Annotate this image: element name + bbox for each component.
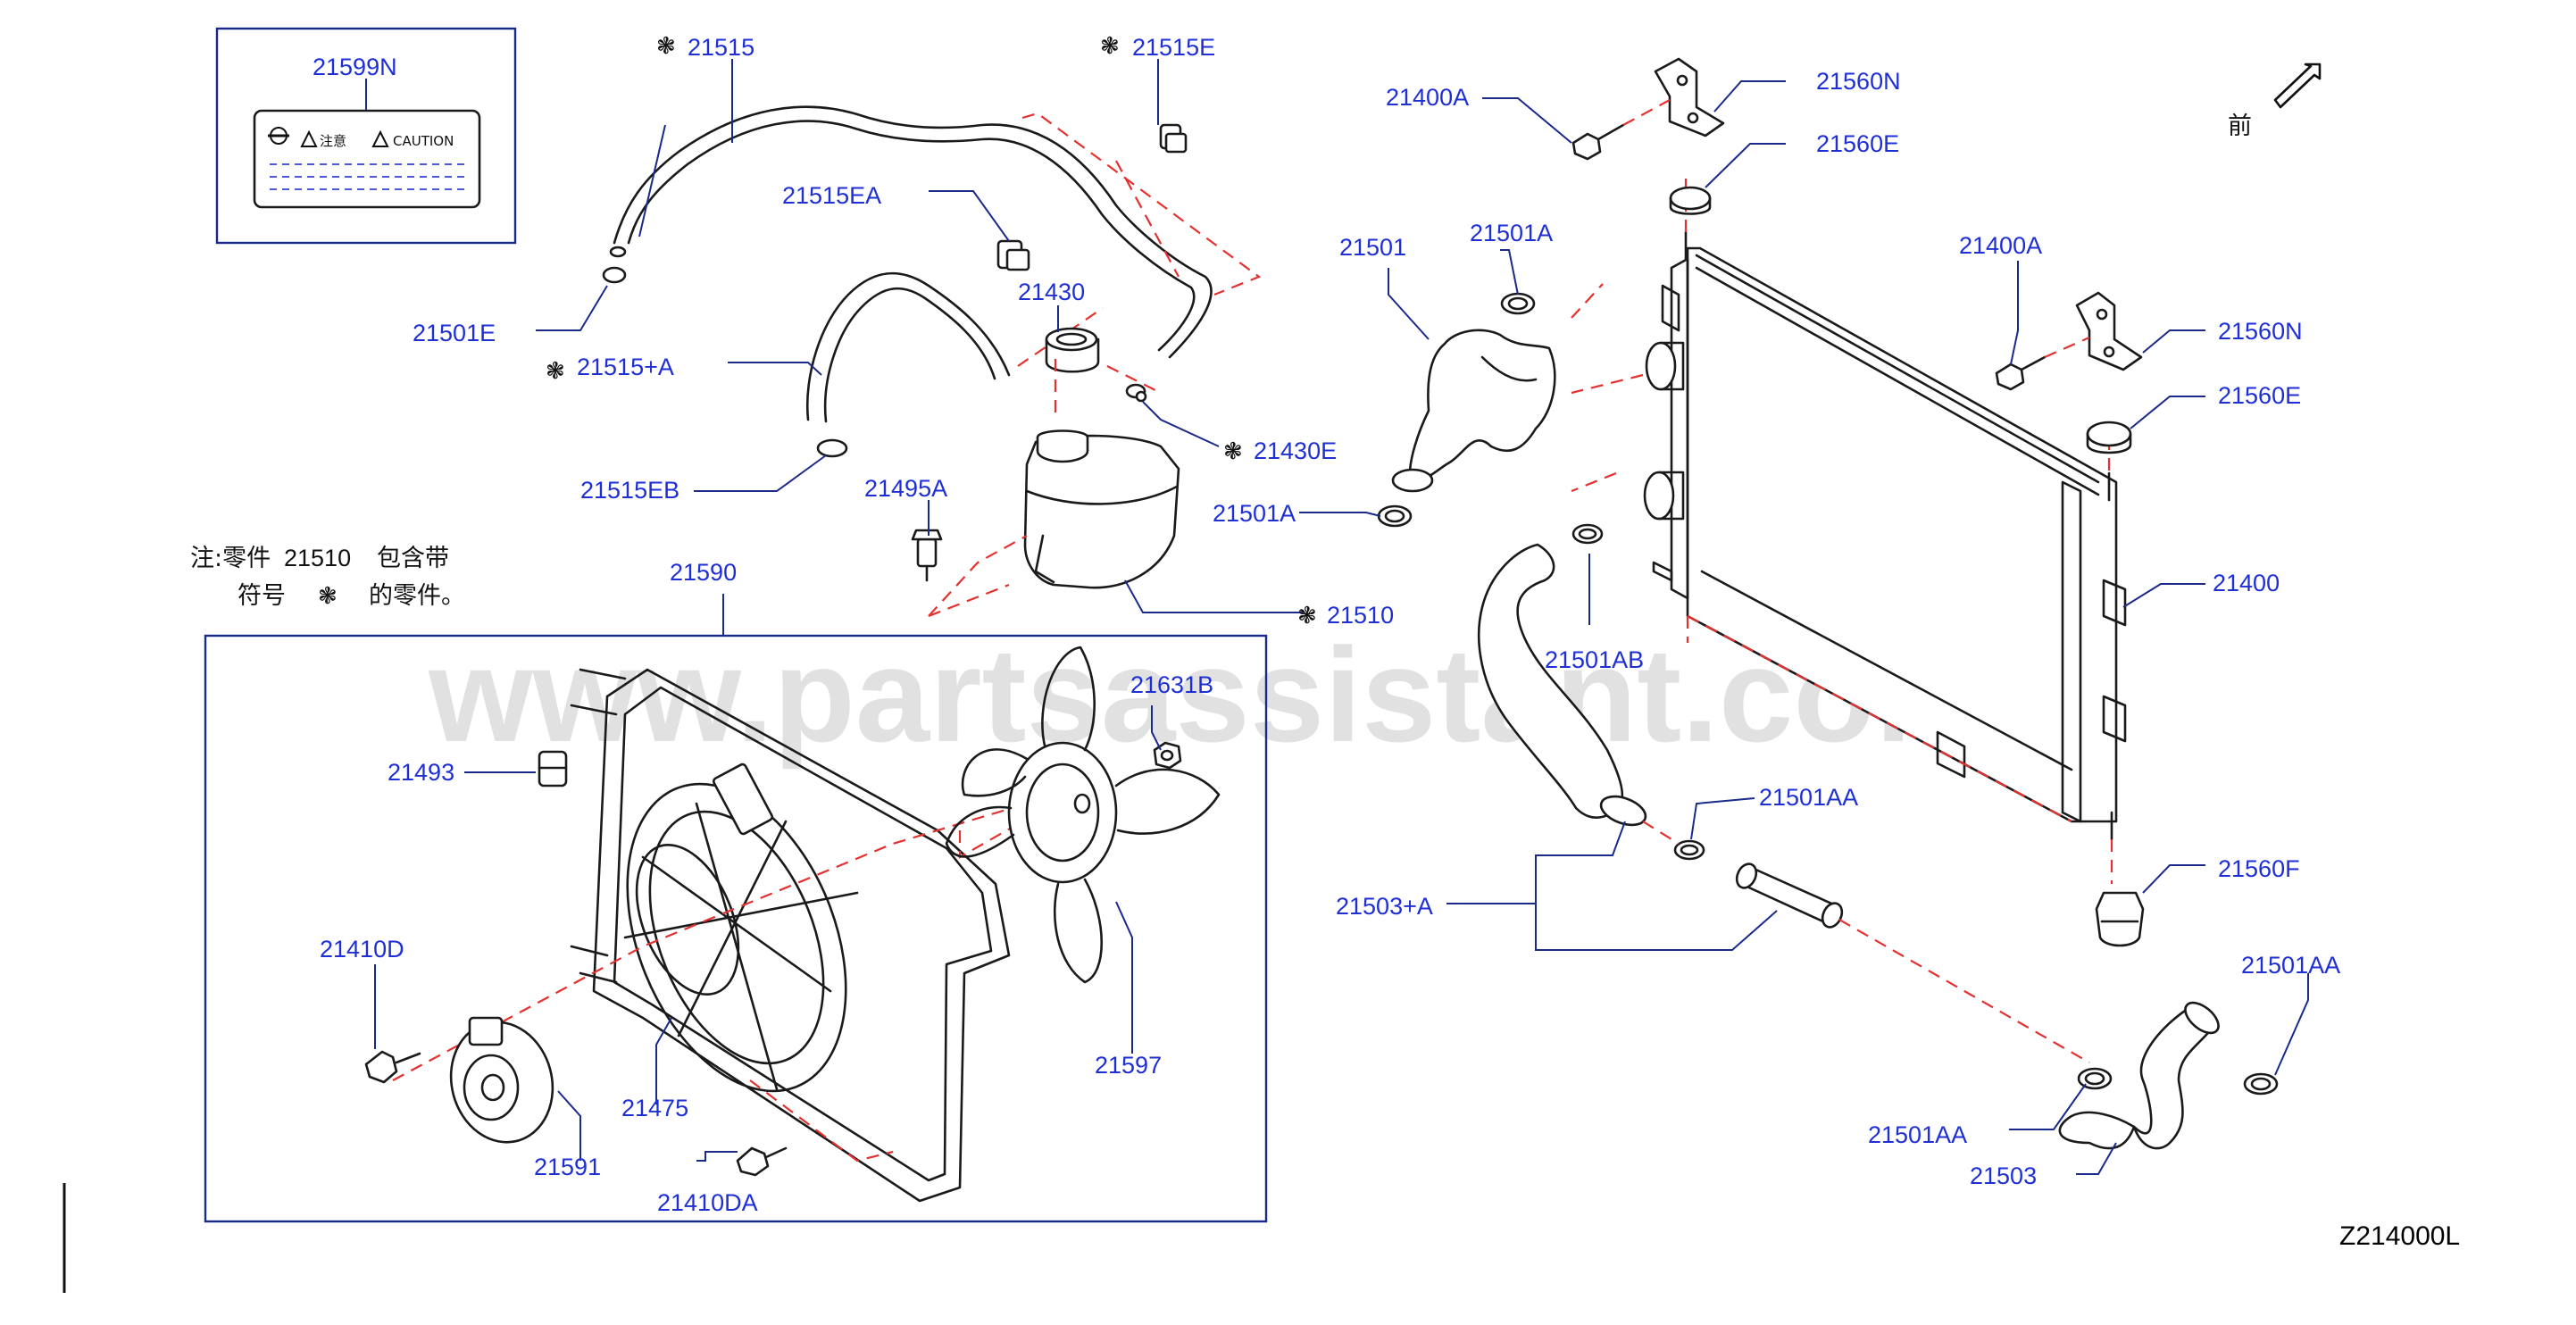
warning-triangle-icon	[371, 129, 389, 147]
overflow-hose-21515[interactable]	[609, 105, 1213, 359]
note-line2-prefix: 符号	[238, 582, 286, 610]
radiator-21400[interactable]	[1643, 230, 2127, 841]
note-line1-prefix: 注:零件	[190, 545, 271, 572]
hose-clamp-21501AA[interactable]	[2077, 1067, 2113, 1090]
grommet-21560E[interactable]	[2086, 421, 2132, 454]
part-label-21501AB[interactable]: 21501AB	[1545, 646, 1644, 673]
part-label-21400[interactable]: 21400	[2213, 570, 2280, 596]
included-part-symbol-icon: ❃	[1223, 438, 1243, 465]
hose-clamp-21501AA[interactable]	[2243, 1072, 2279, 1096]
part-label-21410D[interactable]: 21410D	[320, 936, 404, 962]
part-label-21475[interactable]: 21475	[621, 1095, 688, 1121]
part-label-21501AA[interactable]: 21501AA	[1759, 784, 1858, 811]
water-pipe-21503A[interactable]	[1733, 861, 1846, 930]
front-direction-label: 前	[2228, 112, 2252, 140]
reservoir-hose-21515A[interactable]	[805, 271, 1011, 458]
part-label-21590[interactable]: 21590	[670, 559, 737, 586]
part-label-21560E[interactable]: 21560E	[1816, 130, 1899, 157]
assembly-line	[1571, 283, 1644, 493]
assembly-line	[1017, 112, 1262, 394]
fan-assembly-frame	[204, 634, 1268, 1223]
part-label-21560N[interactable]: 21560N	[1816, 68, 1901, 95]
included-part-symbol-icon: ❃	[1297, 603, 1317, 629]
lower-hose-21503[interactable]	[2058, 997, 2224, 1150]
bracket-21560N[interactable]	[1654, 57, 1725, 138]
warning-triangle-icon	[300, 129, 318, 147]
part-label-21501AA[interactable]: 21501AA	[1868, 1121, 1967, 1148]
part-label-21591[interactable]: 21591	[534, 1154, 601, 1180]
part-label-21515A[interactable]: 21515+A	[577, 354, 674, 380]
hose-clamp-21501A[interactable]	[1377, 504, 1413, 528]
part-label-21560N[interactable]: 21560N	[2218, 318, 2303, 345]
part-label-21510[interactable]: 21510	[1327, 602, 1394, 629]
part-label-21560F[interactable]: 21560F	[2218, 855, 2300, 882]
diagram-code: Z214000L	[2339, 1221, 2460, 1251]
caution-label-part-no[interactable]: 21599N	[313, 54, 397, 80]
bracket-21560N[interactable]	[2075, 291, 2143, 371]
note-line2-suffix: 的零件。	[369, 582, 465, 610]
bolt-21410DA[interactable]	[736, 1146, 788, 1177]
part-label-21501E[interactable]: 21501E	[413, 320, 496, 346]
grommet-21560E[interactable]	[1669, 186, 1712, 215]
bolt-21400A[interactable]	[1571, 123, 1625, 161]
hose-clamp-21501A[interactable]	[1500, 292, 1536, 315]
assembly-line	[1622, 99, 2090, 359]
part-label-21515E[interactable]: 21515E	[1132, 34, 1215, 61]
part-label-21503A[interactable]: 21503+A	[1336, 893, 1433, 920]
reservoir-cap-21430[interactable]	[1045, 327, 1100, 373]
lower-hose-21503A[interactable]	[1477, 543, 1649, 830]
part-label-21501AA[interactable]: 21501AA	[2241, 952, 2340, 979]
hose-clip-21515E[interactable]	[1159, 123, 1188, 154]
part-label-21501[interactable]: 21501	[1339, 234, 1406, 261]
part-label-21515EB[interactable]: 21515EB	[580, 477, 679, 504]
hose-clip-21515EA[interactable]	[996, 239, 1030, 271]
caution-notice-text: 注意	[320, 133, 346, 149]
part-label-21501A[interactable]: 21501A	[1470, 220, 1553, 246]
part-label-21400A[interactable]: 21400A	[1386, 84, 1469, 111]
hose-clamp-21501AA[interactable]	[1673, 839, 1705, 861]
assembly-line	[928, 359, 1057, 618]
grommet-21493[interactable]	[538, 750, 568, 788]
bolt-21410D[interactable]	[364, 1050, 421, 1084]
part-label-21495A[interactable]: 21495A	[864, 475, 947, 502]
part-label-21430[interactable]: 21430	[1018, 279, 1085, 305]
grommet-21560F[interactable]	[2095, 891, 2145, 947]
part-label-21560E[interactable]: 21560E	[2218, 382, 2301, 409]
included-part-symbol-icon: ❃	[656, 33, 676, 60]
included-part-symbol-icon: ❃	[1100, 33, 1120, 60]
part-label-21515[interactable]: 21515	[688, 34, 754, 61]
fan-shroud-21475[interactable]	[570, 668, 1011, 1203]
clamp-21430E[interactable]	[1125, 383, 1147, 403]
hose-clamp-21501AB[interactable]	[1571, 523, 1604, 545]
part-label-21410DA[interactable]: 21410DA	[657, 1189, 758, 1216]
fan-blade-21597[interactable]	[945, 646, 1221, 984]
note-line1-suffix: 包含带	[377, 545, 449, 572]
bolt-21400A[interactable]	[1995, 355, 2047, 391]
assembly-line	[1642, 821, 2090, 1063]
part-label-21503[interactable]: 21503	[1970, 1162, 2037, 1189]
watermark: www.partsassistant.com	[428, 620, 1994, 770]
caution-label-group[interactable]: 注意 CAUTION	[215, 27, 517, 245]
caution-caution-text: CAUTION	[393, 133, 454, 149]
part-label-21597[interactable]: 21597	[1095, 1052, 1162, 1079]
part-label-21493[interactable]: 21493	[388, 759, 454, 786]
fan-motor-21591[interactable]	[438, 1011, 565, 1154]
part-label-21515EA[interactable]: 21515EA	[782, 182, 881, 209]
part-label-21631B[interactable]: 21631B	[1130, 671, 1213, 698]
part-label-21430E[interactable]: 21430E	[1254, 438, 1337, 464]
part-label-21400A[interactable]: 21400A	[1959, 232, 2042, 259]
hose-clamp-21501E[interactable]	[602, 266, 627, 284]
upper-hose-21501[interactable]	[1391, 329, 1556, 493]
part-label-21501A[interactable]: 21501A	[1213, 500, 1296, 527]
included-part-symbol-icon: ❃	[318, 583, 338, 610]
bolt-21495A[interactable]	[911, 529, 943, 582]
caution-label-part	[253, 109, 481, 209]
note-line1-part: 21510	[284, 545, 351, 571]
leader-lines	[374, 59, 2309, 1175]
included-part-symbol-icon: ❃	[546, 358, 565, 385]
reservoir-tank-21510[interactable]	[1023, 429, 1180, 589]
front-direction-arrow-icon	[2273, 62, 2322, 109]
